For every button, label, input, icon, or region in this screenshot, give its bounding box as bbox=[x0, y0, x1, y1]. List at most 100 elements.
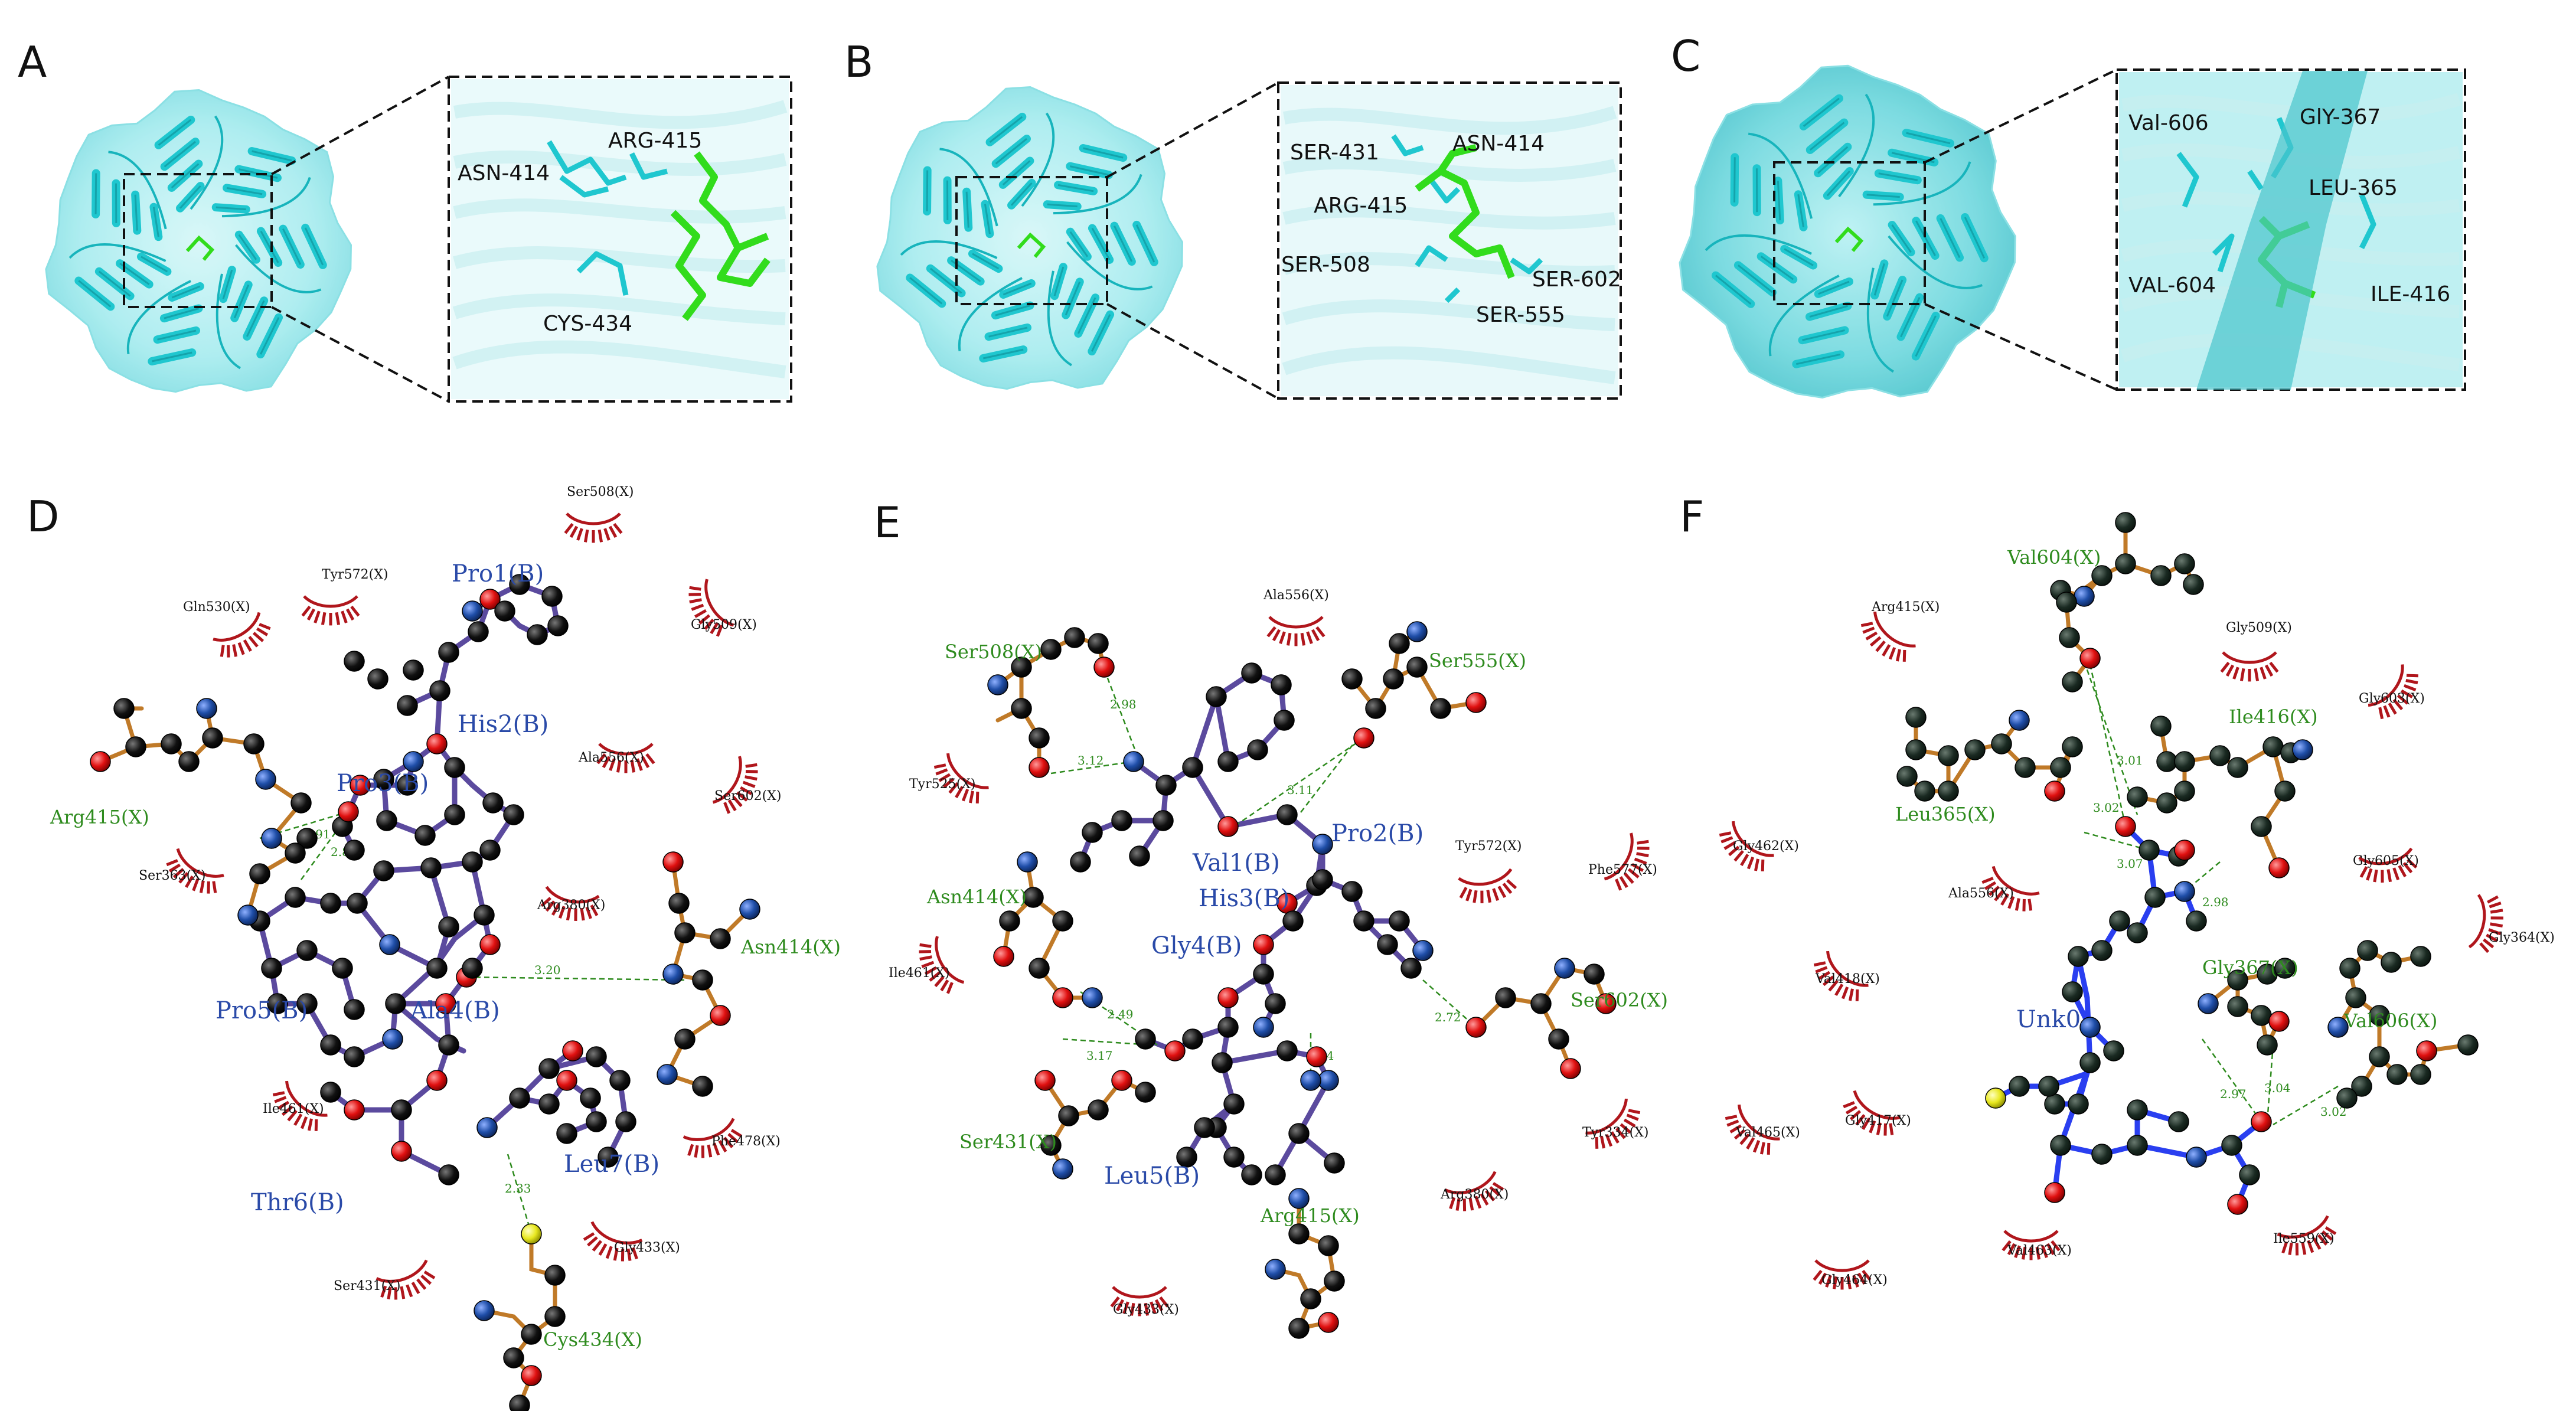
distance-f-3.02: 3.02 bbox=[2093, 801, 2120, 815]
arc-tick bbox=[613, 522, 623, 534]
arc-tick bbox=[1895, 649, 1901, 662]
protein-c bbox=[1679, 64, 2016, 399]
arc-tick bbox=[2307, 1240, 2314, 1253]
lig-d-leu7: Leu7(B) bbox=[564, 1151, 659, 1178]
carbon-atom bbox=[2174, 553, 2195, 574]
arc-tick bbox=[704, 618, 714, 631]
arc-tick bbox=[583, 1232, 595, 1241]
carbon-atom bbox=[2227, 969, 2248, 991]
arc-tick bbox=[574, 908, 577, 921]
zoom-b-label-ser602: SER-602 bbox=[1532, 267, 1621, 292]
arc-tick bbox=[2324, 1226, 2337, 1235]
carbon-atom bbox=[344, 1046, 365, 1067]
arc-curve bbox=[1853, 1090, 1901, 1120]
arc-curve bbox=[935, 936, 965, 984]
arc-tick bbox=[2317, 1234, 2328, 1246]
arc-tick bbox=[387, 1286, 392, 1299]
panel-label-f: F bbox=[1680, 492, 1704, 541]
carbon-atom bbox=[674, 1028, 696, 1050]
protein-b-blade bbox=[1066, 220, 1158, 290]
protein-b-strand-edge bbox=[1053, 266, 1065, 296]
nitrogen-atom bbox=[1017, 851, 1038, 873]
oxygen-atom bbox=[479, 589, 501, 610]
protein-b-strand-edge bbox=[984, 204, 991, 234]
hydrophobic-contact-arc bbox=[1981, 865, 2040, 912]
nres-d-ser602: Ser602(X) bbox=[714, 789, 781, 804]
nres-f-gly603: Gly603(X) bbox=[2359, 691, 2425, 706]
arc-tick bbox=[1843, 1101, 1855, 1109]
protein-c-strand-edge bbox=[1715, 275, 1752, 305]
arc-tick bbox=[1725, 1115, 1738, 1121]
arc-tick bbox=[1902, 649, 1906, 662]
oxygen-atom bbox=[562, 1040, 583, 1061]
carbon-atom bbox=[2127, 922, 2148, 943]
protein-c-strand-edge bbox=[1802, 329, 1845, 341]
arc-tick bbox=[2021, 1246, 2027, 1260]
oxygen-atom bbox=[2044, 1182, 2065, 1203]
nitrogen-atom bbox=[462, 600, 483, 622]
carbon-atom bbox=[344, 999, 365, 1020]
carbon-atom bbox=[296, 828, 318, 849]
carbon-atom bbox=[2150, 565, 2172, 586]
arc-tick bbox=[1761, 859, 1765, 871]
carbon-atom bbox=[1276, 804, 1298, 825]
arc-tick bbox=[592, 1240, 602, 1252]
protein-c-strand-edge bbox=[1915, 315, 1937, 357]
arc-tick bbox=[274, 1096, 287, 1103]
arc-tick bbox=[707, 1144, 713, 1158]
carbon-atom bbox=[2091, 940, 2113, 961]
nitrogen-atom bbox=[379, 934, 400, 955]
carbon-atom bbox=[2156, 792, 2177, 814]
carbon-atom bbox=[538, 1093, 560, 1115]
arc-tick bbox=[2002, 1240, 2012, 1252]
carbon-atom bbox=[344, 651, 365, 672]
arc-tick bbox=[172, 868, 185, 878]
protein-a-strand-edge bbox=[151, 351, 192, 362]
oxygen-atom bbox=[2174, 840, 2195, 861]
arc-tick bbox=[919, 950, 932, 953]
carbon-atom bbox=[1905, 739, 1927, 760]
protein-c-strand-edge bbox=[1878, 172, 1918, 181]
arc-curve bbox=[213, 612, 261, 642]
arc-tick bbox=[626, 1248, 632, 1261]
carbon-atom bbox=[125, 736, 146, 757]
arc-tick bbox=[2386, 869, 2392, 883]
distance-f-2.97: 2.97 bbox=[2220, 1087, 2247, 1101]
nres-f-gly364: Gly364(X) bbox=[2489, 930, 2555, 945]
protein-a-blade bbox=[216, 266, 283, 370]
hydrophobic-contact-arc bbox=[688, 579, 734, 637]
lig-e-val1: Val1(B) bbox=[1192, 850, 1280, 877]
arc-curve bbox=[683, 1118, 735, 1141]
protein-a-loop bbox=[234, 244, 322, 293]
carbon-atom bbox=[547, 615, 569, 636]
arc-tick bbox=[2288, 1242, 2293, 1255]
hydrophobic-contact-arc bbox=[1813, 1259, 1872, 1290]
lig-e-pro2: Pro2(B) bbox=[1331, 820, 1424, 847]
arc-curve bbox=[2222, 651, 2277, 664]
atoms-e bbox=[987, 621, 1617, 1339]
oxygen-atom bbox=[1111, 1070, 1132, 1091]
oxygen-atom bbox=[1093, 656, 1115, 678]
carbon-atom bbox=[1182, 757, 1203, 778]
carbon-atom bbox=[320, 1034, 341, 1056]
arc-tick bbox=[406, 1284, 413, 1298]
protein-c-loop bbox=[1888, 235, 1983, 289]
carbon-atom bbox=[285, 887, 306, 908]
arc-tick bbox=[1869, 1120, 1876, 1134]
arc-tick bbox=[2028, 899, 2033, 911]
oxygen-atom bbox=[479, 934, 501, 955]
carbon-atom bbox=[1155, 775, 1177, 796]
atoms-f bbox=[1896, 512, 2479, 1215]
arc-tick bbox=[1129, 1302, 1135, 1316]
carbon-atom bbox=[1991, 733, 2012, 755]
nres-f-gly509: Gly509(X) bbox=[2226, 620, 2292, 635]
arc-tick bbox=[212, 881, 217, 893]
carbon-atom bbox=[462, 851, 483, 873]
arc-tick bbox=[569, 525, 579, 538]
arc-tick bbox=[2264, 664, 2274, 677]
oxygen-atom bbox=[662, 851, 684, 873]
carbon-atom bbox=[1052, 910, 1073, 932]
arc-tick bbox=[2295, 1243, 2299, 1256]
protein-c-strand-edge bbox=[1817, 146, 1849, 174]
arc-tick bbox=[2301, 1242, 2307, 1255]
